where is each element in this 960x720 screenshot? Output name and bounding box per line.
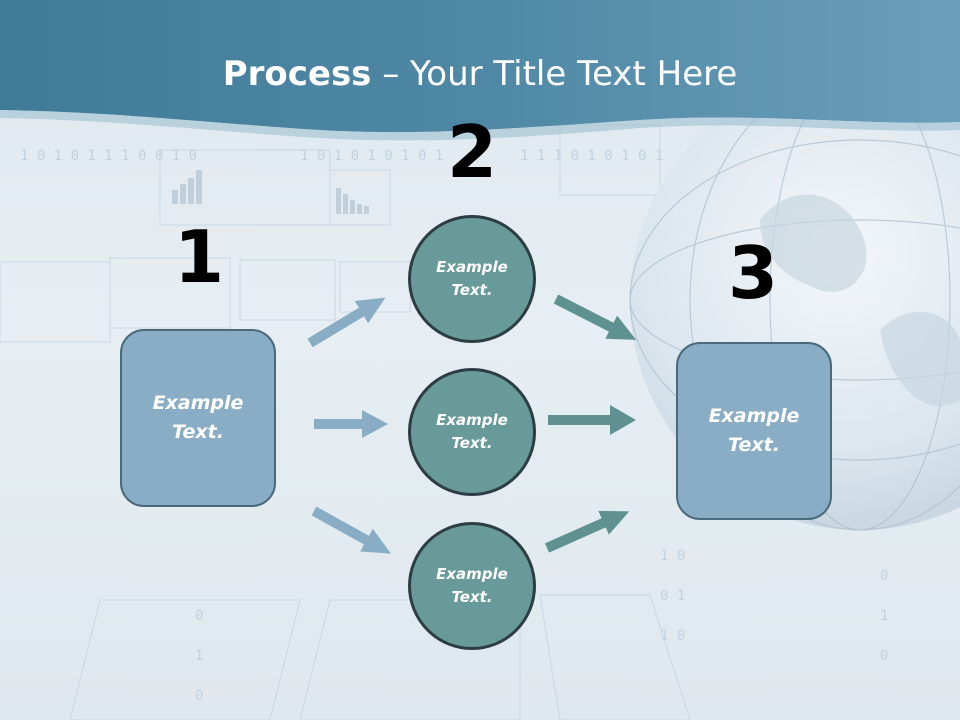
svg-text:0: 0 (880, 648, 888, 664)
title-bold: Process (222, 54, 372, 94)
arrow-1-to-2-top (307, 297, 386, 348)
svg-text:0 1: 0 1 (660, 588, 685, 604)
step-3-box: Example Text. (676, 342, 832, 520)
svg-text:1 0: 1 0 (660, 548, 685, 564)
arrow-2-to-3-middle (548, 405, 636, 435)
svg-text:1: 1 (195, 648, 203, 664)
arrow-1-to-2-bottom (311, 506, 391, 554)
arrow-1-to-2-middle (314, 410, 388, 438)
svg-text:0: 0 (195, 608, 203, 624)
step-1-box: Example Text. (120, 329, 276, 507)
svg-text:1 0: 1 0 (660, 628, 685, 644)
step-2-circle-top: Example Text. (408, 215, 536, 343)
step-2-label-top: Example Text. (436, 258, 508, 299)
step-2-circle-middle: Example Text. (408, 368, 536, 496)
arrow-2-to-3-top (553, 294, 637, 340)
step-2-number: 2 (446, 110, 498, 194)
arrow-2-to-3-bottom (544, 510, 630, 553)
slide-title: Process – Your Title Text Here (0, 52, 960, 96)
step-3-label: Example Text. (708, 405, 800, 456)
svg-text:1: 1 (880, 608, 888, 624)
svg-text:1 0 1 0 1 0 1 0 1: 1 0 1 0 1 0 1 0 1 (300, 148, 443, 164)
step-3-number: 3 (727, 231, 779, 315)
svg-text:0: 0 (195, 688, 203, 704)
step-1-label: Example Text. (152, 392, 244, 443)
step-2-label-bottom: Example Text. (436, 565, 508, 606)
step-2-circle-bottom: Example Text. (408, 522, 536, 650)
svg-text:0: 0 (880, 568, 888, 584)
title-rest: – Your Title Text Here (371, 54, 738, 94)
svg-text:1 0 1 0 1 1 1 0 0 1 0: 1 0 1 0 1 1 1 0 0 1 0 (20, 148, 197, 164)
step-2-label-middle: Example Text. (436, 411, 508, 452)
step-1-number: 1 (173, 215, 225, 299)
svg-text:1 1 1 0 1 0 1 0 1: 1 1 1 0 1 0 1 0 1 (520, 148, 663, 164)
